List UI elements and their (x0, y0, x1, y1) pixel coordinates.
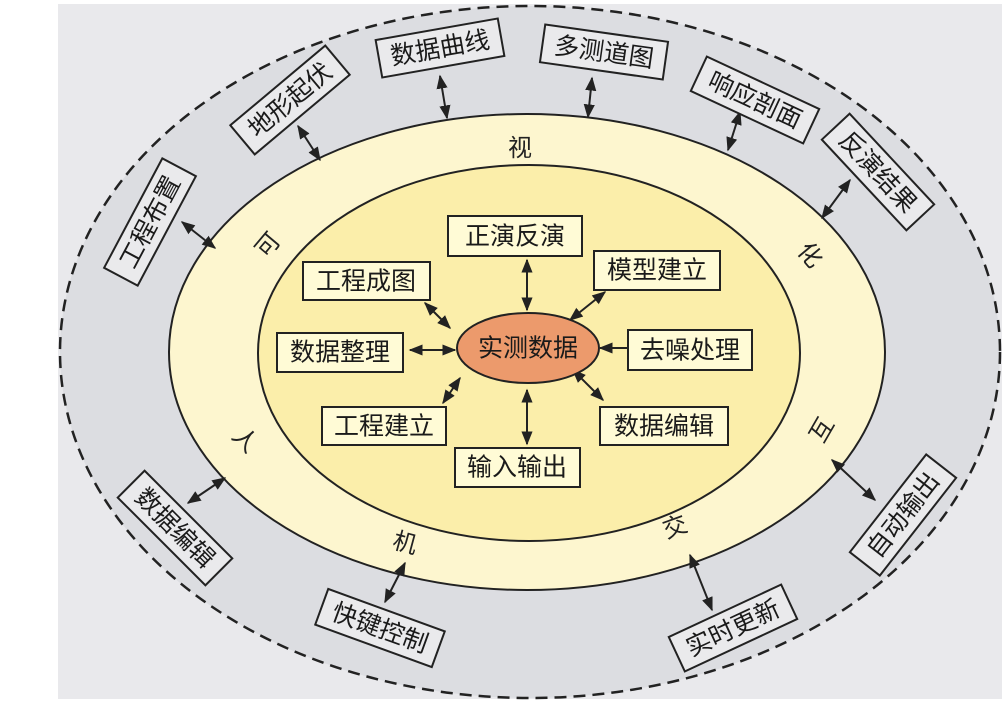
inner-module: 正演反演 (447, 215, 583, 257)
inner-module: 数据整理 (276, 332, 404, 373)
inner-module: 去噪处理 (627, 329, 753, 371)
inner-module: 数据编辑 (599, 406, 729, 446)
center-label: 实测数据 (478, 334, 578, 363)
inner-module-label: 工程建立 (334, 412, 434, 441)
inner-module: 工程成图 (302, 261, 431, 301)
inner-module: 工程建立 (321, 406, 447, 446)
inner-module-label: 去噪处理 (640, 336, 740, 365)
inner-module-label: 数据编辑 (614, 412, 714, 441)
inner-module-label: 工程成图 (316, 267, 416, 296)
inner-module-label: 模型建立 (607, 256, 707, 285)
ring-char: 视 (508, 134, 532, 162)
outer-arrows (180, 74, 877, 612)
inner-module-label: 数据整理 (290, 338, 390, 367)
inner-module-label: 输入输出 (467, 453, 567, 482)
inner-module: 模型建立 (593, 250, 721, 291)
center-node (456, 312, 600, 384)
inner-module-label: 正演反演 (465, 222, 565, 251)
inner-module: 输入输出 (454, 447, 581, 488)
outer-module: 多测道图 (538, 23, 670, 81)
